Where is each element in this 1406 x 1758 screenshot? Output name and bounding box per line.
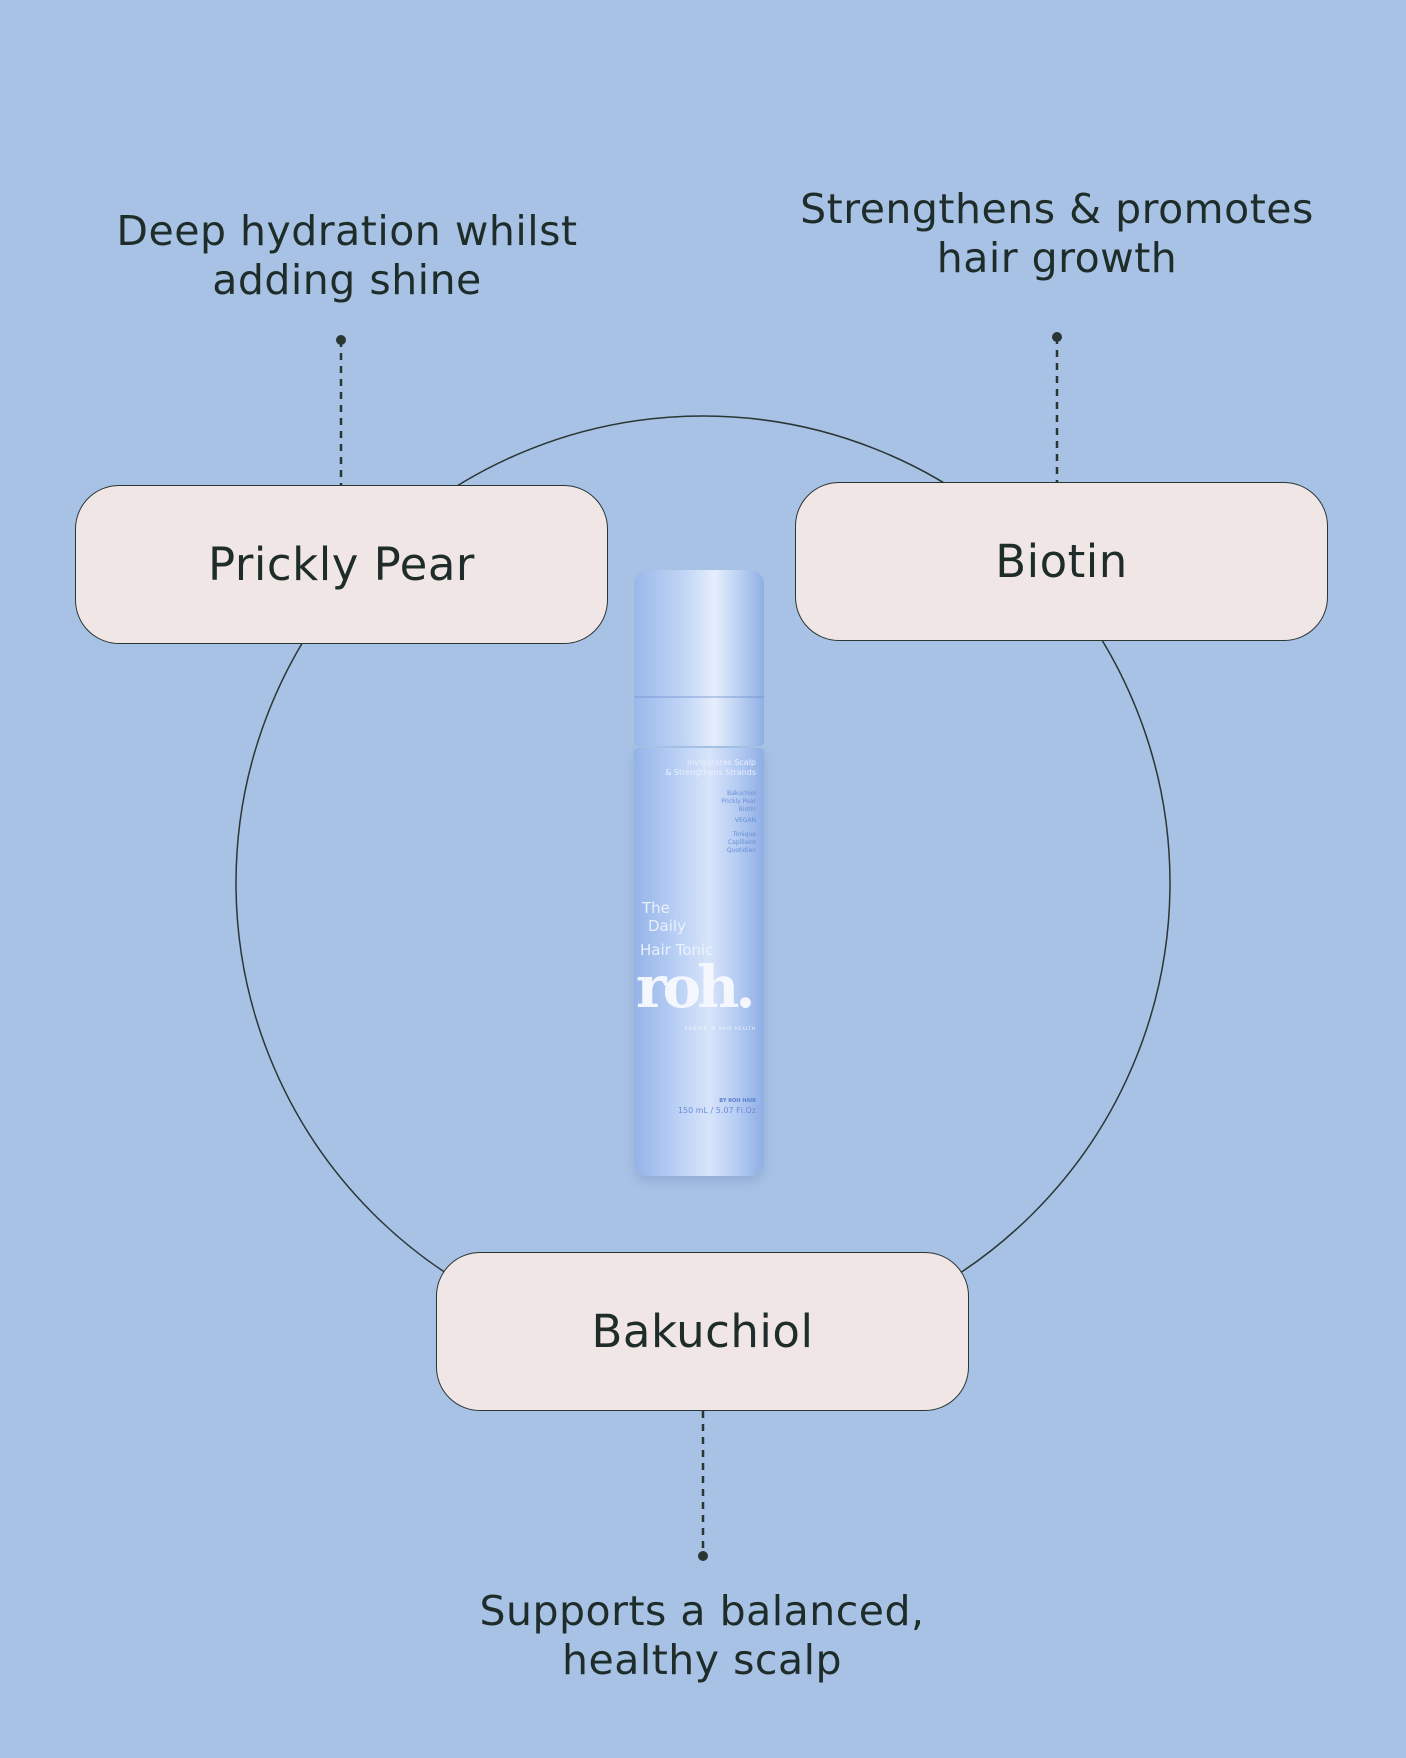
benefit-line: healthy scalp [561, 1636, 843, 1684]
benefit-line: hair growth [936, 234, 1178, 282]
bottle-body: Invigorates Scalp & Strengthens Strands … [634, 748, 764, 1176]
ingredient-box-bakuchiol: Bakuchiol [436, 1252, 969, 1411]
ingredient-label: Bakuchiol [591, 1305, 814, 1358]
bottle-product-name: The Daily Hair Tonic [640, 899, 714, 959]
leader-dot-bakuchiol [698, 1551, 708, 1561]
leader-dot-prickly-pear [336, 335, 346, 345]
brand-logo: roh. [636, 953, 756, 1021]
brand-byline: BY ROH HAIR [719, 1098, 756, 1104]
ingredient-label: Prickly Pear [208, 538, 475, 591]
leader-dot-biotin [1052, 332, 1062, 342]
product-bottle: Invigorates Scalp & Strengthens Strands … [628, 570, 770, 1180]
brand-tagline: ROOTED IN HAIR HEALTH [684, 1026, 756, 1031]
bottle-volume: 150 mL / 5.07 Fl.Oz [677, 1106, 756, 1115]
benefit-line: adding shine [212, 256, 482, 304]
benefit-text-bakuchiol: Supports a balanced, healthy scalp [452, 1587, 952, 1685]
benefit-line: Deep hydration whilst [116, 207, 578, 255]
benefit-text-prickly-pear: Deep hydration whilst adding shine [97, 207, 597, 305]
bottle-claim: Invigorates Scalp & Strengthens Strands [665, 758, 756, 777]
ingredient-box-prickly-pear: Prickly Pear [75, 485, 608, 644]
benefit-text-biotin: Strengthens & promotes hair growth [757, 185, 1357, 283]
bottle-cap [634, 570, 764, 746]
benefit-line: Supports a balanced, [479, 1587, 925, 1635]
benefit-line: Strengthens & promotes [800, 185, 1314, 233]
bottle-ingredient-list: Bakuchiol Prickly Pear Biotin VEGAN Toni… [721, 790, 756, 854]
ingredient-box-biotin: Biotin [795, 482, 1328, 641]
ingredient-label: Biotin [995, 535, 1128, 588]
